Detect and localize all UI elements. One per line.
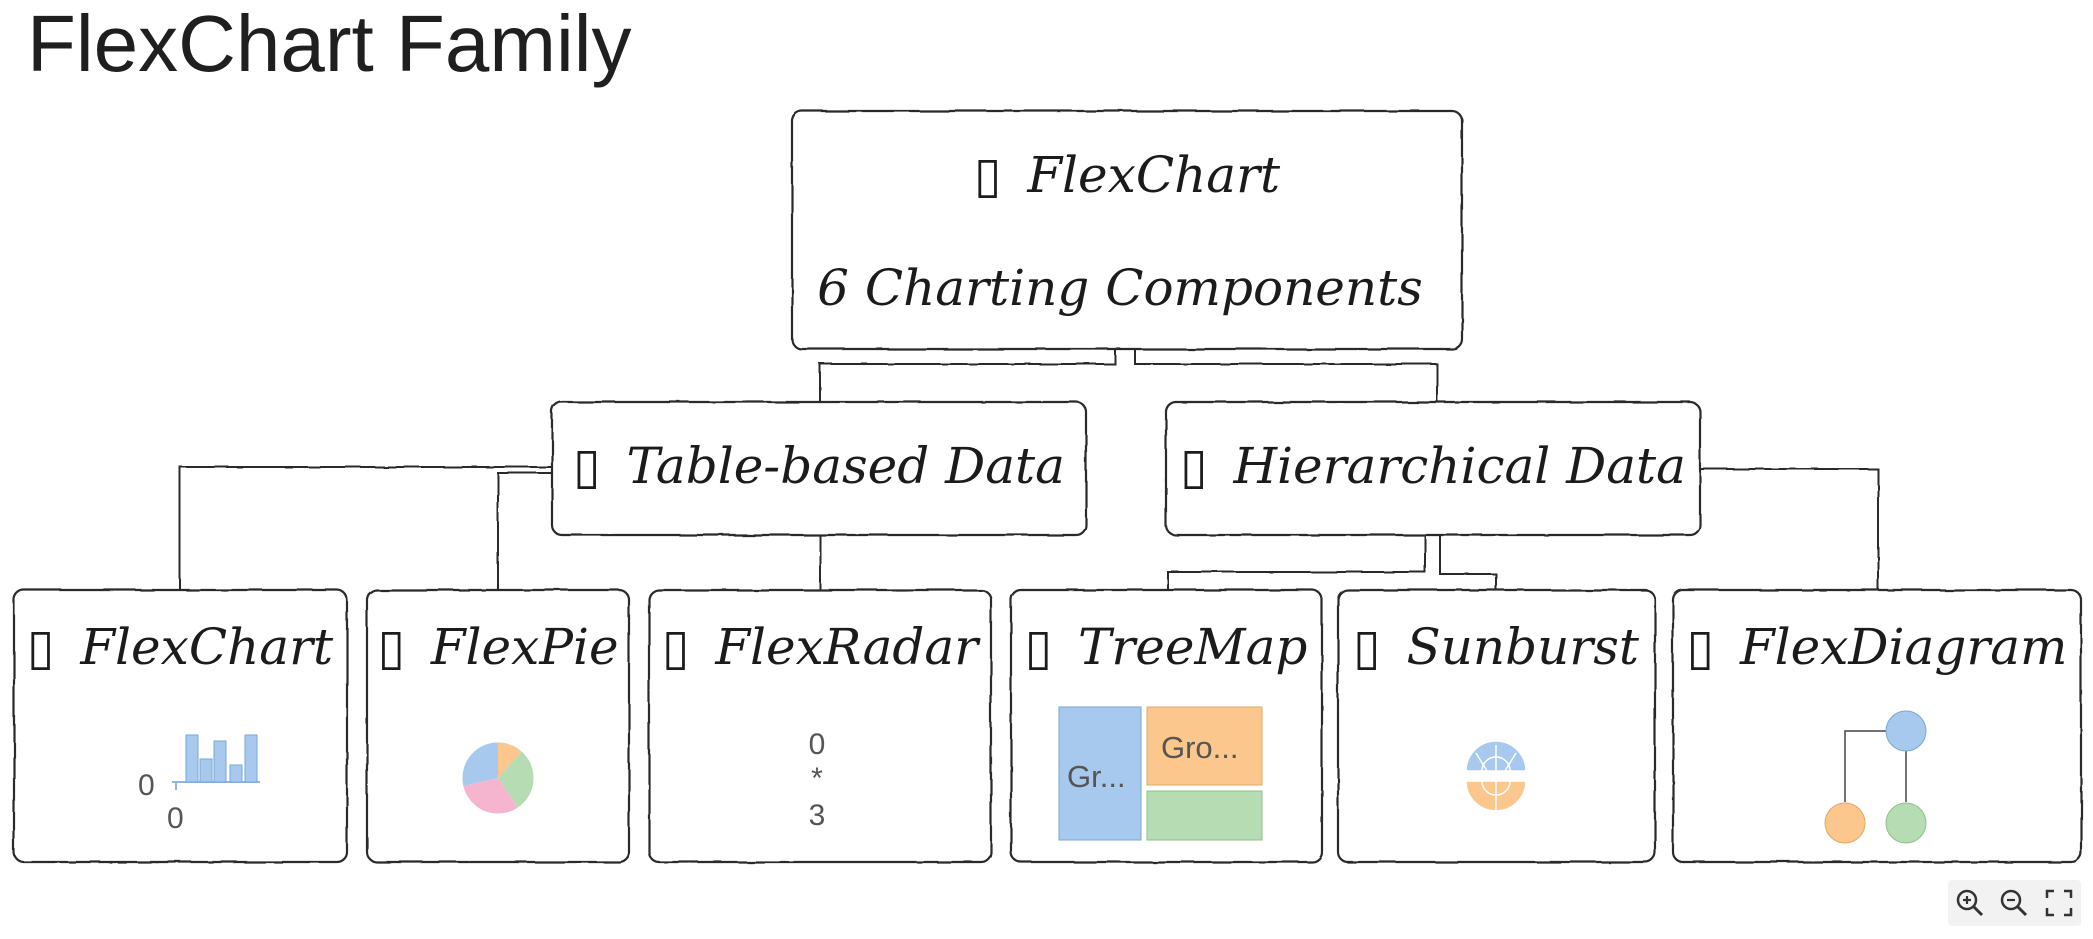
component-node-sunburst[interactable]: ▯ Sunburst	[1336, 588, 1657, 864]
radar-label-top: 0	[809, 728, 826, 761]
component-label: TreeMap	[1078, 618, 1307, 676]
y-tick-label: 0	[138, 769, 155, 802]
preview-bar	[229, 764, 243, 783]
component-node-flexpie[interactable]: ▯ FlexPie	[365, 588, 631, 864]
root-title: FlexChart	[1026, 146, 1281, 204]
treemap-cell	[1146, 790, 1263, 841]
category-label: Table-based Data	[626, 437, 1065, 495]
connector-root-table	[819, 350, 1116, 402]
connector-root-hier	[1134, 350, 1438, 402]
treemap-label: Gro...	[1161, 730, 1239, 765]
zoom-toolbar	[1948, 880, 2081, 926]
diagram-node	[1885, 802, 1927, 844]
zoom-in-icon[interactable]	[1952, 885, 1988, 921]
svg-text:▯ FlexChart: ▯ FlexChart	[974, 146, 1281, 204]
component-label: Sunburst	[1406, 618, 1639, 676]
category-node-table[interactable]: ▯ Table-based Data	[550, 400, 1088, 537]
component-label: FlexDiagram	[1739, 618, 2068, 676]
preview-bar	[185, 734, 199, 783]
root-icon: ▯	[974, 146, 1002, 204]
svg-text:▯ TreeMap: ▯ TreeMap	[1025, 618, 1308, 676]
component-icon: ▯	[377, 618, 405, 676]
component-icon: ▯	[662, 618, 690, 676]
connector-table-flexchart	[179, 466, 552, 590]
fullscreen-icon[interactable]	[2041, 885, 2077, 921]
radar-label-bottom: 3	[809, 799, 826, 832]
connector-hier-treemap	[1167, 535, 1426, 590]
treemap-label: Gr...	[1067, 759, 1126, 794]
pie-slice	[463, 778, 518, 815]
component-node-flexchart[interactable]: ▯ FlexChart 0 0	[12, 588, 349, 864]
svg-text:▯ FlexChart: ▯ FlexChart	[27, 618, 334, 676]
component-node-treemap[interactable]: ▯ TreeMap Gr... Gro...	[1009, 588, 1324, 864]
category-node-hierarchical[interactable]: ▯ Hierarchical Data	[1164, 400, 1702, 537]
x-tick-label: 0	[167, 802, 184, 835]
component-label: FlexChart	[79, 618, 334, 676]
svg-text:▯ Hierarchical Data: ▯ Hierarchical Data	[1180, 437, 1686, 495]
preview-bar	[199, 758, 213, 783]
treemap-preview: Gr... Gro...	[1058, 706, 1263, 841]
zoom-out-icon[interactable]	[1996, 885, 2032, 921]
bar-chart-preview: 0 0	[138, 734, 260, 835]
pie-chart-preview	[461, 741, 535, 815]
connector-hier-sunburst	[1439, 535, 1497, 590]
preview-bar	[244, 734, 258, 783]
component-label: FlexPie	[430, 618, 619, 676]
svg-text:▯ FlexPie: ▯ FlexPie	[377, 618, 618, 676]
component-icon: ▯	[1353, 618, 1381, 676]
pie-slice	[462, 742, 498, 786]
page-title: FlexChart Family	[27, 0, 632, 88]
treemap-cell	[1146, 706, 1263, 786]
preview-bar	[213, 740, 227, 783]
pie-slice	[498, 751, 535, 808]
radar-chart-preview: 0 * 3	[809, 728, 826, 832]
category-icon: ▯	[573, 437, 601, 495]
component-label: FlexRadar	[714, 618, 981, 676]
radar-label-mid: *	[811, 762, 823, 795]
svg-text:▯ FlexDiagram: ▯ FlexDiagram	[1687, 618, 2068, 676]
svg-text:▯ Table-based Data: ▯ Table-based Data	[573, 437, 1065, 495]
component-node-flexradar[interactable]: ▯ FlexRadar 0 * 3	[647, 588, 993, 864]
category-label: Hierarchical Data	[1232, 437, 1686, 495]
svg-text:▯ FlexRadar: ▯ FlexRadar	[662, 618, 981, 676]
connector-hier-flexdiagram	[1700, 468, 1879, 590]
connectors	[179, 350, 1879, 590]
pie-slice	[498, 741, 522, 778]
component-icon: ▯	[27, 618, 55, 676]
root-subtitle: 6 Charting Components	[817, 259, 1423, 317]
connector-table-flexpie	[497, 472, 552, 590]
category-icon: ▯	[1180, 437, 1208, 495]
root-node[interactable]: ▯ FlexChart 6 Charting Components	[790, 109, 1464, 351]
diagram-node	[1885, 710, 1927, 752]
treemap-cell	[1058, 706, 1142, 841]
diagram-preview	[1824, 710, 1927, 844]
component-icon: ▯	[1025, 618, 1053, 676]
component-icon: ▯	[1687, 618, 1715, 676]
component-node-flexdiagram[interactable]: ▯ FlexDiagram	[1671, 588, 2083, 864]
svg-text:▯ Sunburst: ▯ Sunburst	[1353, 618, 1640, 676]
sunburst-preview	[1465, 740, 1527, 812]
diagram-node	[1824, 802, 1866, 844]
